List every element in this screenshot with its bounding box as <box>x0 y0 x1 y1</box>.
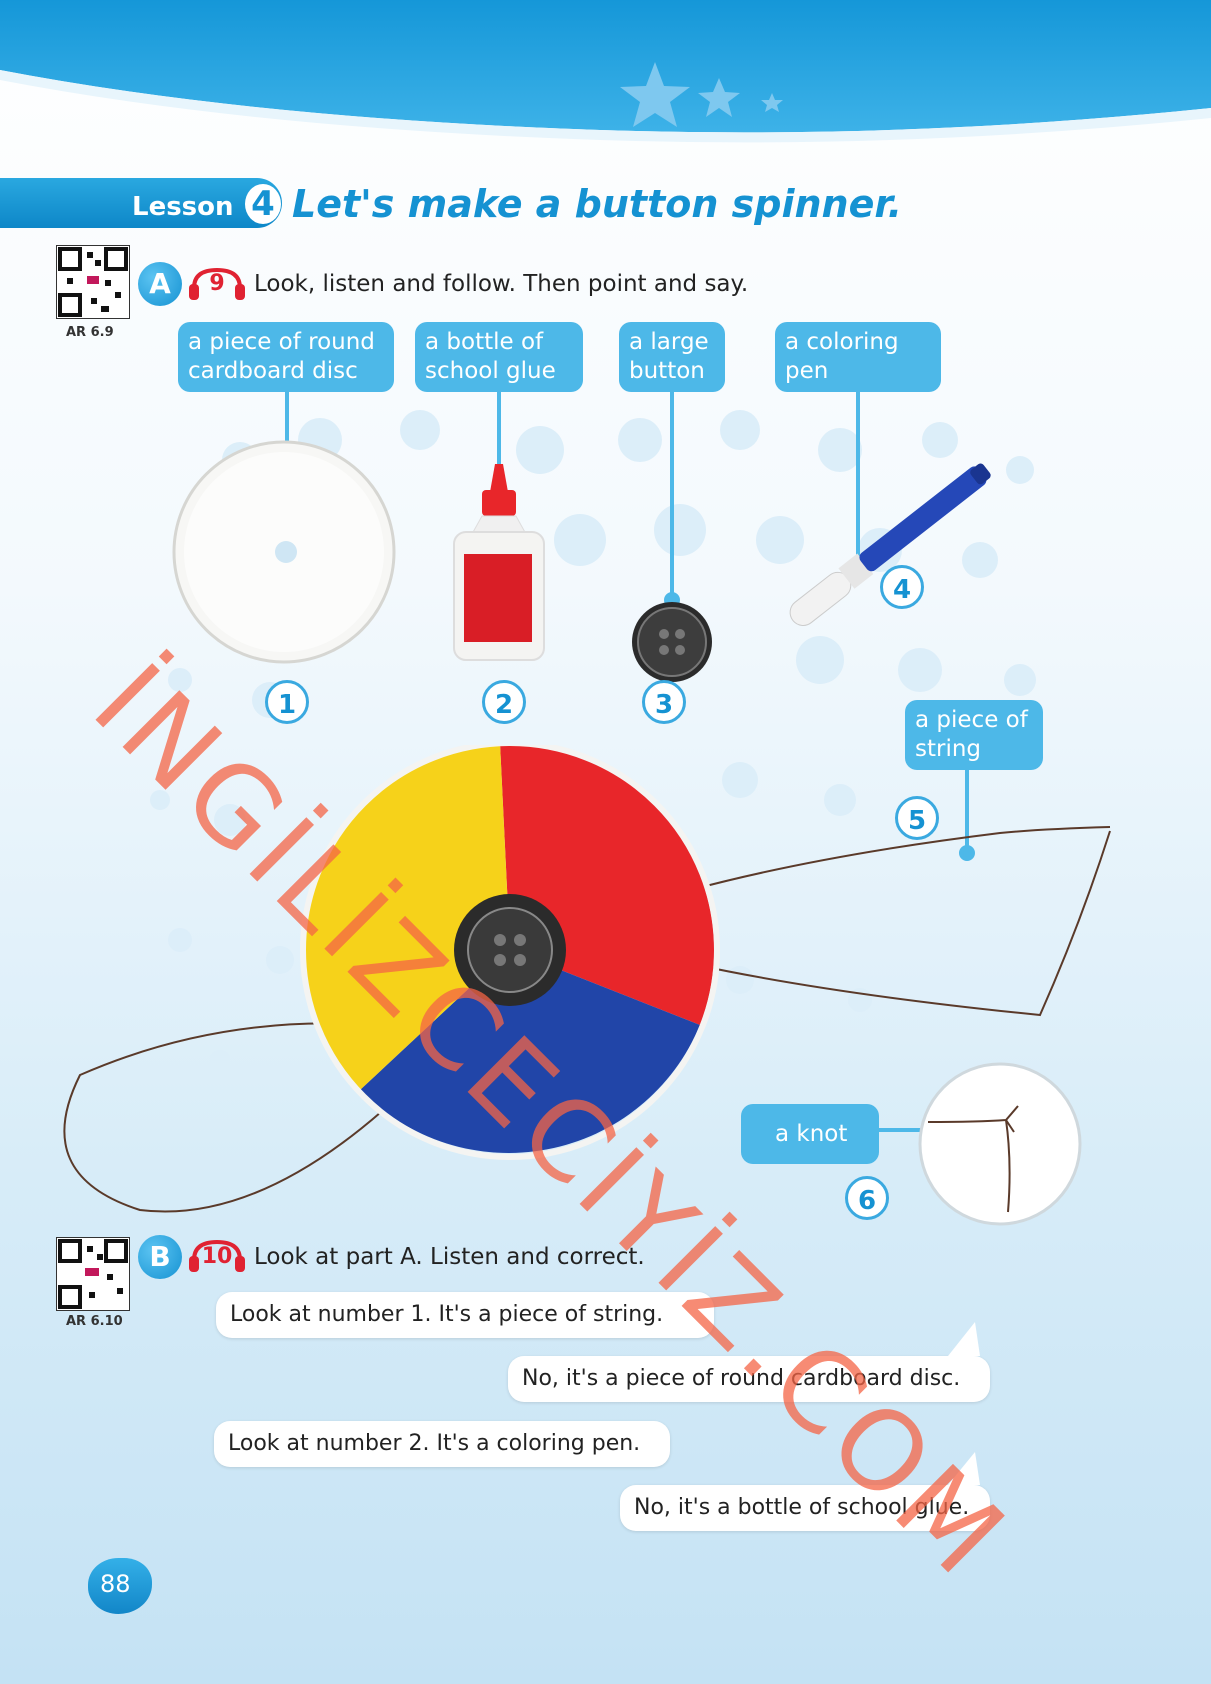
number-circle-3: 3 <box>642 680 686 724</box>
ar-code-label: AR 6.9 <box>66 325 114 340</box>
page-number: 88 <box>100 1570 131 1598</box>
button-spinner-image <box>63 745 1111 1213</box>
qr-code-icon[interactable] <box>56 245 130 319</box>
number-circle-2: 2 <box>482 680 526 724</box>
lesson-label: Lesson <box>132 192 234 222</box>
headphones-icon[interactable] <box>188 268 246 302</box>
lesson-number: 4 <box>245 184 281 224</box>
page-number-badge <box>88 1558 152 1614</box>
label-large-button: a large button <box>619 322 725 392</box>
label-school-glue: a bottle of school glue <box>415 322 583 392</box>
number-circle-1: 1 <box>265 680 309 724</box>
speech-bubble-2: No, it's a piece of round cardboard disc… <box>508 1356 990 1402</box>
audio-track-number: 10 <box>201 1244 233 1269</box>
glue-bottle-image <box>453 464 545 661</box>
lesson-title-bar <box>0 178 282 228</box>
headphones-icon[interactable] <box>188 1240 246 1274</box>
label-knot: a knot <box>741 1104 879 1164</box>
top-banner <box>0 0 1211 143</box>
label-coloring-pen: a coloring pen <box>775 322 941 392</box>
ar-code-label: AR 6.10 <box>66 1314 123 1329</box>
section-b-instruction: Look at part A. Listen and correct. <box>254 1244 645 1270</box>
number-circle-6: 6 <box>845 1176 889 1220</box>
speech-bubble-3: Look at number 2. It's a coloring pen. <box>214 1421 670 1467</box>
label-string: a piece of string <box>905 700 1043 770</box>
speech-bubble-4: No, it's a bottle of school glue. <box>620 1485 990 1531</box>
number-circle-5: 5 <box>895 796 939 840</box>
coloring-pen-image <box>789 463 991 626</box>
dot-pattern-background <box>150 410 1036 1110</box>
section-b-badge: B <box>138 1235 182 1279</box>
qr-code-icon[interactable] <box>56 1237 130 1311</box>
number-circle-4: 4 <box>880 565 924 609</box>
speech-bubble-1: Look at number 1. It's a piece of string… <box>216 1292 714 1338</box>
cardboard-disc-image <box>172 440 396 664</box>
knot-zoom-image <box>918 1062 1082 1226</box>
star-icon <box>620 62 783 127</box>
section-a-instruction: Look, listen and follow. Then point and … <box>254 271 749 297</box>
large-button-image <box>632 602 712 682</box>
label-cardboard-disc: a piece of round cardboard disc <box>178 322 394 392</box>
section-a-badge: A <box>138 262 182 306</box>
audio-track-number: 9 <box>209 271 225 296</box>
page-title: Let's make a button spinner. <box>292 182 903 226</box>
